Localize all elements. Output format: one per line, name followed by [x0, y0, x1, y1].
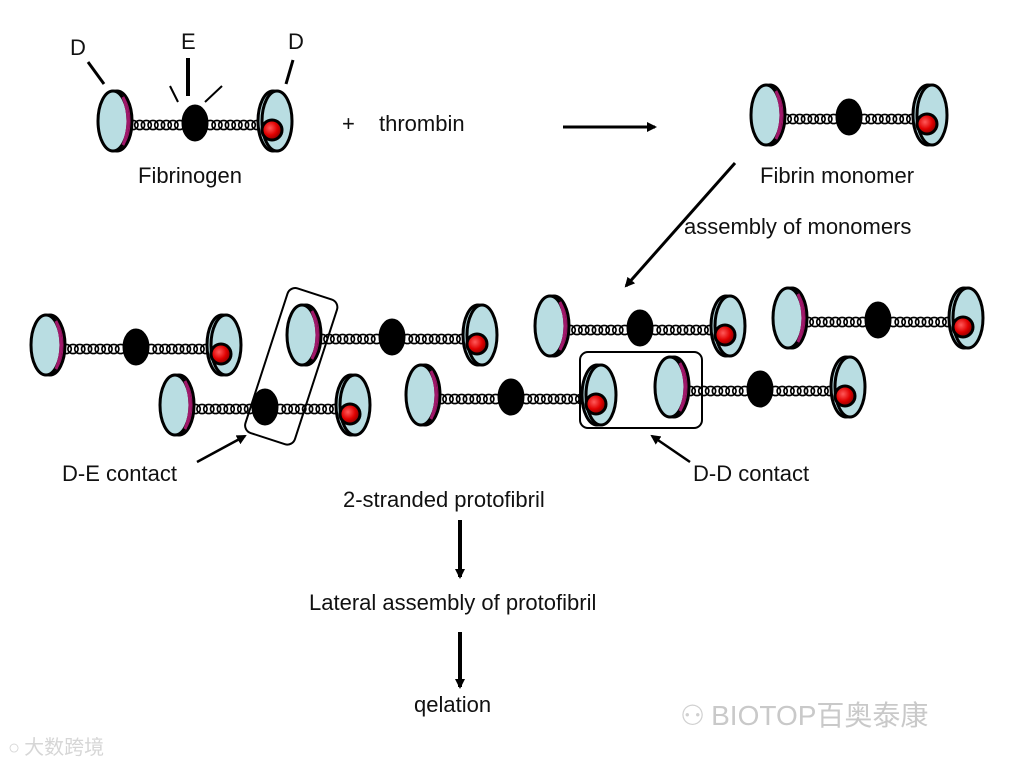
d-d-contact-pointer [650, 434, 691, 464]
d-d-contact-box [579, 351, 703, 429]
protofibril-label: 2-stranded protofibril [343, 487, 545, 512]
protofibril-monomer-2 [285, 303, 499, 367]
fibrinogen-label: Fibrinogen [138, 163, 242, 188]
protofibril-monomer-6 [404, 363, 618, 427]
brand-watermark-text: BIOTOP百奥泰康 [711, 700, 929, 731]
fibrinopeptide-left [169, 85, 179, 103]
d-e-contact-box [244, 287, 339, 446]
d-e-contact-pointer [196, 434, 247, 464]
fibrin-monomer-molecule [749, 83, 949, 147]
fibrinogen-molecule [86, 58, 295, 153]
lateral-assembly-label: Lateral assembly of protofibril [309, 590, 597, 615]
thrombin-label: thrombin [379, 111, 465, 136]
assembly-of-monomers-label: assembly of monomers [684, 214, 912, 239]
corner-watermark: ○大数跨境 [8, 738, 104, 758]
d-pointer-left [86, 61, 106, 85]
protofibril-monomer-7 [653, 355, 867, 419]
protofibril-monomer-5 [158, 373, 372, 437]
d-domain-label-left: D [70, 35, 86, 60]
corner-logo-icon: ○ [8, 737, 21, 759]
assembly-arrow [624, 162, 737, 288]
protofibril-monomer-4 [771, 286, 985, 350]
e-domain-label: E [181, 29, 196, 54]
protofibril-monomer-3 [533, 294, 747, 358]
d-domain-label-right: D [288, 29, 304, 54]
brand-watermark: ⚇BIOTOP百奥泰康 [680, 702, 928, 730]
d-e-contact-label: D-E contact [62, 461, 177, 486]
protofibril-monomer-1 [29, 313, 243, 377]
fibrinopeptide-right [204, 85, 223, 103]
d-pointer-right [284, 59, 295, 85]
gelation-label: qelation [414, 692, 492, 717]
d-d-contact-label: D-D contact [693, 461, 810, 486]
wechat-icon: ⚇ [680, 700, 706, 731]
plus-sign: + [342, 111, 355, 136]
corner-watermark-text: 大数跨境 [24, 737, 105, 759]
fibrin-monomer-label: Fibrin monomer [760, 163, 915, 188]
